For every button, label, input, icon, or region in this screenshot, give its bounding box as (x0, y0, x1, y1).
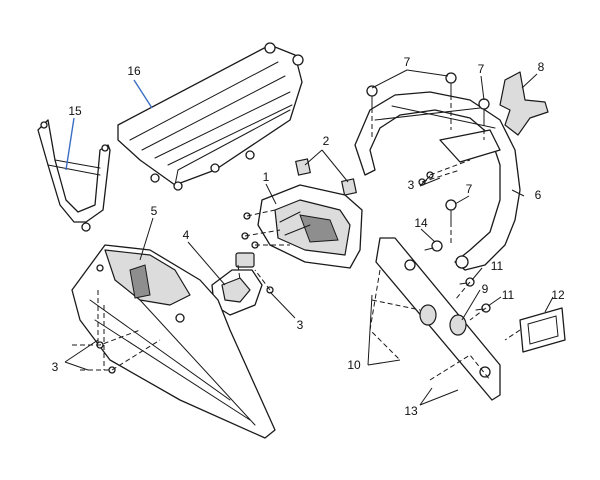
part-16-rear-rack (117, 42, 304, 191)
part-4-lamp-socket (211, 252, 263, 316)
callout-8: 8 (538, 60, 545, 74)
part-12-reflector (519, 307, 566, 353)
leader-lines (64, 69, 554, 406)
callout-7-right: 7 (478, 62, 485, 76)
callout-3-left: 3 (52, 360, 59, 374)
callout-15: 15 (68, 104, 82, 118)
callout-7-lower: 7 (466, 182, 473, 196)
callout-2: 2 (323, 134, 330, 148)
license-plate-bracket (375, 237, 501, 401)
callout-labels: 1 2 3 3 3 4 5 6 7 7 7 8 9 10 11 11 12 13… (52, 55, 565, 418)
callout-6: 6 (535, 188, 542, 202)
callout-12: 12 (551, 288, 565, 302)
callout-3-right: 3 (408, 178, 415, 192)
callout-11-lower: 11 (502, 288, 515, 302)
callout-16: 16 (127, 64, 141, 78)
callout-4: 4 (183, 228, 190, 242)
part-15-bracket (37, 119, 111, 232)
part-7-bolts (366, 72, 490, 223)
callout-5: 5 (151, 204, 158, 218)
callout-9: 9 (482, 282, 489, 296)
callout-14: 14 (414, 216, 428, 230)
part-1-tail-light-housing (257, 184, 363, 269)
assembly-lines (72, 95, 521, 381)
bolt-7-a (366, 85, 378, 109)
callout-10: 10 (347, 358, 361, 372)
bolt-7-b (445, 72, 457, 96)
callout-7-top: 7 (404, 55, 411, 69)
part-14-grommet (424, 240, 443, 252)
part-3-screws (96, 171, 434, 374)
callout-3-center: 3 (297, 318, 304, 332)
screw-11-a (459, 277, 475, 287)
bolt-7-d (445, 199, 457, 223)
part-5-rear-fender (71, 244, 276, 439)
callout-11-top: 11 (491, 259, 504, 273)
part-8-bracket-plate (439, 71, 549, 163)
callout-13: 13 (404, 404, 418, 418)
callout-1: 1 (263, 170, 270, 184)
